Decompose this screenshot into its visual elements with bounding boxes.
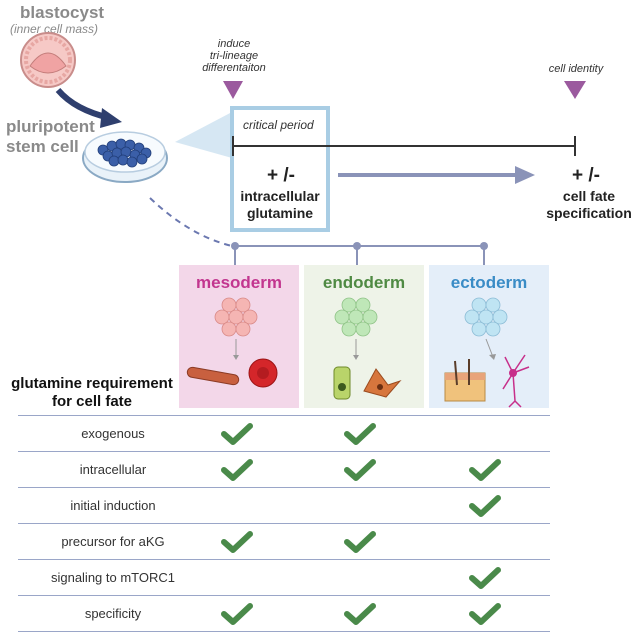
mesoderm-cells-icon — [186, 297, 278, 388]
check-icon — [221, 423, 253, 445]
check-icon — [469, 495, 501, 517]
row-label: initial induction — [70, 498, 156, 513]
check-icon — [344, 603, 376, 625]
ectoderm-title: ectoderm — [450, 273, 528, 292]
intracellular-glutamine-label: intracellular glutamine — [240, 188, 320, 221]
table-row: exogenous — [18, 415, 550, 452]
table-row: intracellular — [18, 451, 550, 488]
ectoderm-panel: ectoderm — [429, 265, 549, 408]
cell-identity-label: cell identity — [548, 63, 604, 75]
row-label: signaling to mTORC1 — [50, 570, 176, 585]
critical-period-box — [230, 106, 330, 232]
cell-identity-marker — [564, 81, 586, 99]
table-row: specificity — [18, 595, 550, 632]
check-icon — [344, 423, 376, 445]
row-label: exogenous — [81, 426, 145, 441]
ectoderm-cells-icon — [444, 297, 530, 408]
check-icon — [344, 459, 376, 481]
check-icon — [221, 603, 253, 625]
induce-marker — [223, 81, 243, 99]
left-sign: + /- — [267, 165, 295, 186]
blastocyst-icon — [20, 32, 76, 88]
table-row: signaling to mTORC1 — [18, 559, 550, 596]
zoom-cone — [175, 112, 232, 158]
petri-dish-icon — [82, 131, 168, 183]
table-row: precursor for aKG — [18, 523, 550, 560]
check-icon — [221, 531, 253, 553]
right-sign: + /- — [572, 165, 600, 186]
critical-period-label: critical period — [243, 118, 314, 132]
row-label: precursor for aKG — [61, 534, 165, 549]
check-icon — [469, 603, 501, 625]
blastocyst-title: blastocyst — [20, 3, 105, 22]
blastocyst-subtitle: (inner cell mass) — [10, 22, 99, 36]
cell-fate-specification-label: cell fate specification — [546, 188, 632, 221]
pluripotent-label: pluripotent stem cell — [6, 117, 95, 156]
check-icon — [469, 459, 501, 481]
dashed-connector — [149, 197, 233, 247]
endoderm-title: endoderm — [322, 273, 406, 292]
table-row: initial induction — [18, 487, 550, 524]
row-label: specificity — [84, 606, 142, 621]
check-icon — [469, 567, 501, 589]
check-icon — [344, 531, 376, 553]
check-icon — [221, 459, 253, 481]
mesoderm-title: mesoderm — [196, 273, 282, 292]
mesoderm-panel: mesoderm — [179, 265, 299, 408]
table-heading: glutamine requirement for cell fate — [11, 375, 173, 410]
endoderm-panel: endoderm — [304, 265, 424, 408]
induce-label: induce tri-lineage differentaiton — [202, 38, 266, 74]
row-label: intracellular — [79, 462, 147, 477]
endoderm-cells-icon — [333, 297, 402, 400]
table-bottom-border — [18, 631, 550, 632]
